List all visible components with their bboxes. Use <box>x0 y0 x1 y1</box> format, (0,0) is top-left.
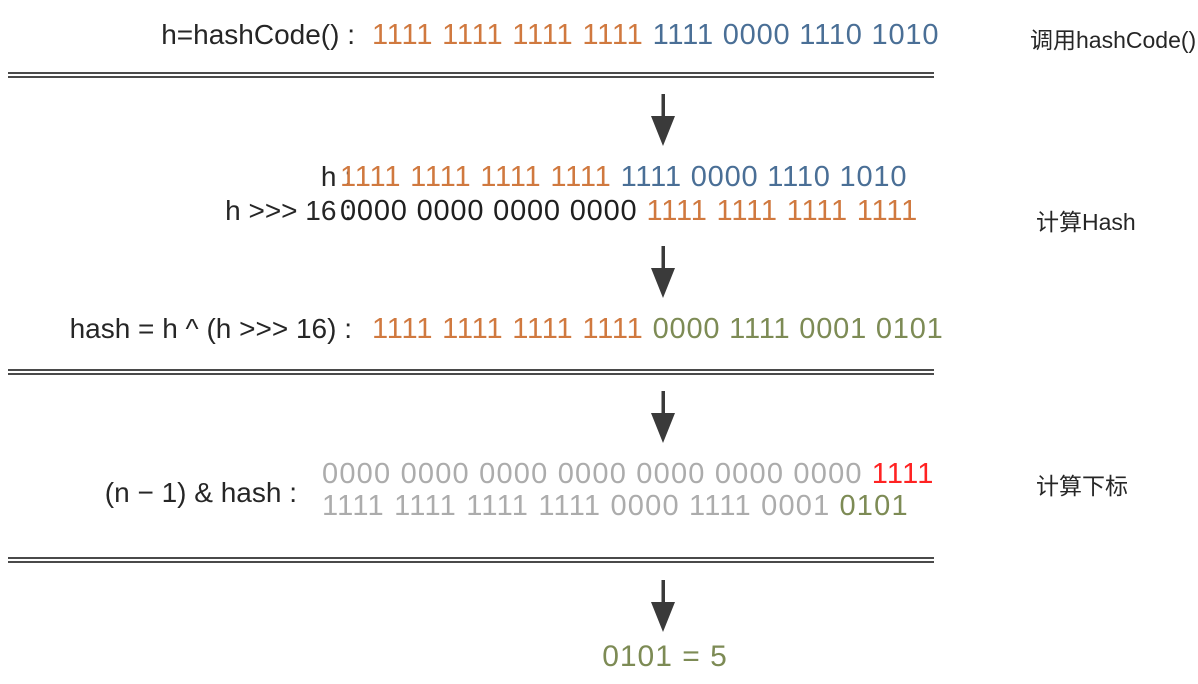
hash-operand-highlight-bits: 0101 <box>839 490 909 522</box>
down-arrow-icon <box>648 391 678 445</box>
down-arrow-icon <box>648 246 678 300</box>
shift-row-label: h >>> 16 : <box>225 195 352 226</box>
down-arrow-icon <box>648 94 678 148</box>
annotation-call-hashcode: 调用hashCode() <box>1030 27 1197 53</box>
annotation-compute-index: 计算下标 <box>1036 473 1128 499</box>
mask-highlight-bits: 1111 <box>871 458 935 490</box>
mask-and-hash-row-label: (n − 1) & hash : <box>104 477 297 508</box>
hash-operand-prefix-bits: 1111 1111 1111 1111 0000 1111 0001 <box>322 490 831 522</box>
section-divider <box>8 72 934 78</box>
hashcode-high16-bits: 1111 1111 1111 1111 <box>372 19 644 51</box>
hashcode-low16-bits: 1111 0000 1110 1010 <box>652 19 940 51</box>
shift-high16-bits: 0000 0000 0000 0000 <box>340 195 638 227</box>
hashcode-row-label: h=hashCode() : <box>161 19 355 50</box>
mask-prefix-bits: 0000 0000 0000 0000 0000 0000 0000 <box>322 458 863 490</box>
hash-high16-bits: 1111 1111 1111 1111 <box>372 313 644 345</box>
hash-xor-row-label: hash = h ^ (h >>> 16) : <box>69 313 352 344</box>
down-arrow-icon <box>648 580 678 634</box>
section-divider <box>8 369 934 375</box>
h-low16-bits: 1111 0000 1110 1010 <box>620 161 908 193</box>
annotation-compute-hash: 计算Hash <box>1036 209 1136 235</box>
h-high16-bits: 1111 1111 1111 1111 <box>340 161 612 193</box>
result-index-value: 0101 = 5 <box>602 640 728 673</box>
hash-low16-bits: 0000 1111 0001 0101 <box>652 313 944 345</box>
h-row-label: h : <box>320 161 352 192</box>
shift-low16-bits: 1111 1111 1111 1111 <box>646 195 919 227</box>
section-divider <box>8 557 934 563</box>
